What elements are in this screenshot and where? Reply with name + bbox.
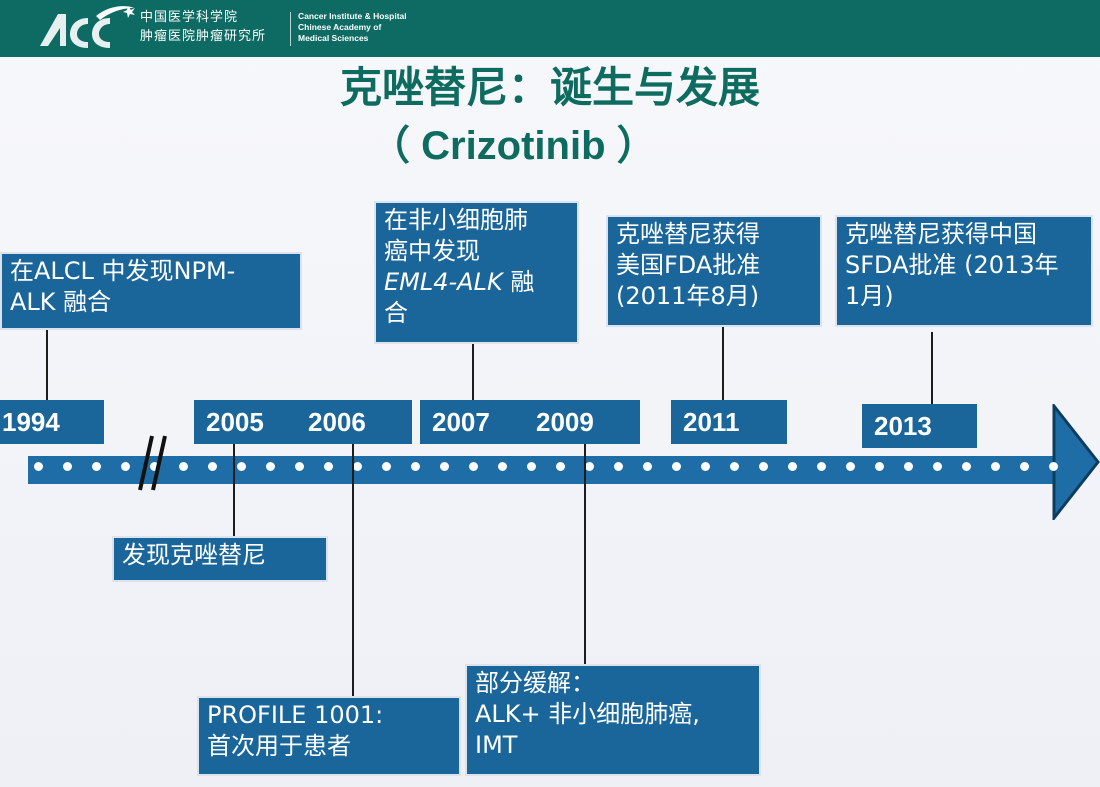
event-2011-line3: (2011年8月) bbox=[616, 282, 760, 310]
event-1994-line2: ALK 融合 bbox=[10, 288, 112, 316]
event-2007-line1: 在非小细胞肺 bbox=[384, 206, 528, 234]
timeline-dot bbox=[295, 462, 304, 471]
timeline-dot bbox=[63, 462, 72, 471]
event-2013-line3: 1月) bbox=[845, 282, 894, 310]
year-label-1994: 1994 bbox=[0, 400, 104, 444]
timeline-dot bbox=[1020, 462, 1029, 471]
timeline-dot bbox=[701, 462, 710, 471]
event-2009-line3: IMT bbox=[475, 731, 518, 759]
connector-2005 bbox=[233, 444, 235, 536]
logo-en-line1: Cancer Institute & Hospital bbox=[298, 11, 407, 21]
connector-2013 bbox=[931, 332, 933, 406]
year-block-2005-2006: 2005 2006 bbox=[194, 400, 412, 444]
timeline-arrow-icon bbox=[1052, 404, 1100, 520]
year-label-2006: 2006 bbox=[308, 407, 366, 437]
connector-2009 bbox=[584, 444, 586, 664]
event-2009: 部分缓解： ALK+ 非小细胞肺癌, IMT bbox=[465, 664, 761, 776]
event-2005-text: 发现克唑替尼 bbox=[122, 541, 266, 569]
event-2013-line2: SFDA批准 (2013年 bbox=[845, 251, 1059, 279]
year-label-2009: 2009 bbox=[536, 407, 594, 437]
event-2013: 克唑替尼获得中国 SFDA批准 (2013年 1月) bbox=[835, 215, 1093, 327]
timeline-dot bbox=[208, 462, 217, 471]
event-2007-line4: 合 bbox=[384, 299, 408, 327]
timeline-dot bbox=[875, 462, 884, 471]
timeline-dot bbox=[643, 462, 652, 471]
year-block-2007-2009: 2007 2009 bbox=[420, 400, 640, 444]
timeline-dot bbox=[527, 462, 536, 471]
event-2009-line1: 部分缓解： bbox=[475, 669, 595, 697]
timeline-dot bbox=[759, 462, 768, 471]
timeline-dot bbox=[817, 462, 826, 471]
connector-2007 bbox=[472, 344, 474, 402]
logo-chinese-name: 中国医学科学院 肿瘤医院肿瘤研究所 bbox=[140, 8, 266, 46]
timeline-dot bbox=[672, 462, 681, 471]
logo-english-name: Cancer Institute & Hospital Chinese Acad… bbox=[298, 11, 407, 44]
year-label-2013: 2013 bbox=[862, 404, 977, 448]
timeline-dot bbox=[353, 462, 362, 471]
event-2007-gene-name: EML4-ALK bbox=[384, 268, 503, 296]
timeline-dot bbox=[150, 462, 159, 471]
event-2006-line2: 首次用于患者 bbox=[207, 732, 351, 760]
event-2007-line3-rest: 融 bbox=[502, 268, 535, 296]
timeline-dot bbox=[904, 462, 913, 471]
page-title: 克唑替尼：诞生与发展 bbox=[339, 63, 760, 112]
timeline-dot bbox=[121, 462, 130, 471]
timeline-dot bbox=[469, 462, 478, 471]
event-1994: 在ALCL 中发现NPM- ALK 融合 bbox=[0, 252, 302, 330]
timeline-dot bbox=[382, 462, 391, 471]
event-2007-line3: EML4-ALK 融 bbox=[384, 267, 569, 298]
institute-logo-icon bbox=[40, 6, 135, 48]
timeline-dot bbox=[933, 462, 942, 471]
timeline-dot bbox=[179, 462, 188, 471]
connector-1994 bbox=[46, 330, 48, 400]
year-label-2007: 2007 bbox=[432, 407, 490, 437]
event-2007: 在非小细胞肺 癌中发现 EML4-ALK 融 合 bbox=[374, 201, 579, 344]
timeline-break-icon bbox=[138, 435, 167, 491]
logo-divider bbox=[290, 12, 291, 46]
timeline-dot bbox=[440, 462, 449, 471]
event-2011-line1: 克唑替尼获得 bbox=[616, 220, 760, 248]
logo-en-line2: Chinese Academy of bbox=[298, 22, 382, 32]
timeline-dot bbox=[34, 462, 43, 471]
logo-en-line3: Medical Sciences bbox=[298, 33, 369, 43]
timeline-dot bbox=[788, 462, 797, 471]
event-2006: PROFILE 1001: 首次用于患者 bbox=[197, 696, 461, 776]
event-2011-line2: 美国FDA批准 bbox=[616, 251, 761, 279]
timeline-dot bbox=[237, 462, 246, 471]
timeline-dot bbox=[730, 462, 739, 471]
logo-cn-line1: 中国医学科学院 bbox=[140, 10, 239, 25]
event-2009-line2: ALK+ 非小细胞肺癌, bbox=[475, 700, 700, 728]
year-label-2011: 2011 bbox=[671, 400, 787, 444]
timeline-dot bbox=[556, 462, 565, 471]
timeline-bar bbox=[28, 456, 1068, 484]
event-2011: 克唑替尼获得 美国FDA批准 (2011年8月) bbox=[606, 215, 822, 327]
event-2013-line1: 克唑替尼获得中国 bbox=[845, 220, 1037, 248]
event-2005: 发现克唑替尼 bbox=[112, 536, 328, 582]
timeline-dot bbox=[92, 462, 101, 471]
timeline-dot bbox=[266, 462, 275, 471]
event-2007-line2: 癌中发现 bbox=[384, 237, 480, 265]
timeline-dot bbox=[411, 462, 420, 471]
timeline-dot bbox=[962, 462, 971, 471]
header-bar: 中国医学科学院 肿瘤医院肿瘤研究所 Cancer Institute & Hos… bbox=[0, 0, 1100, 57]
timeline-dot bbox=[1049, 462, 1058, 471]
timeline-dot bbox=[614, 462, 623, 471]
timeline-dot bbox=[585, 462, 594, 471]
timeline-dot bbox=[324, 462, 333, 471]
timeline-dot bbox=[498, 462, 507, 471]
connector-2006 bbox=[352, 444, 354, 696]
event-1994-line1: 在ALCL 中发现NPM- bbox=[10, 257, 236, 285]
logo-cn-line2: 肿瘤医院肿瘤研究所 bbox=[140, 29, 267, 44]
page-subtitle: （ Crizotinib ） bbox=[370, 124, 657, 168]
timeline-dot bbox=[846, 462, 855, 471]
event-2006-line1: PROFILE 1001: bbox=[207, 701, 384, 729]
year-label-2005: 2005 bbox=[206, 407, 264, 437]
connector-2011 bbox=[722, 327, 724, 402]
timeline-dot bbox=[991, 462, 1000, 471]
